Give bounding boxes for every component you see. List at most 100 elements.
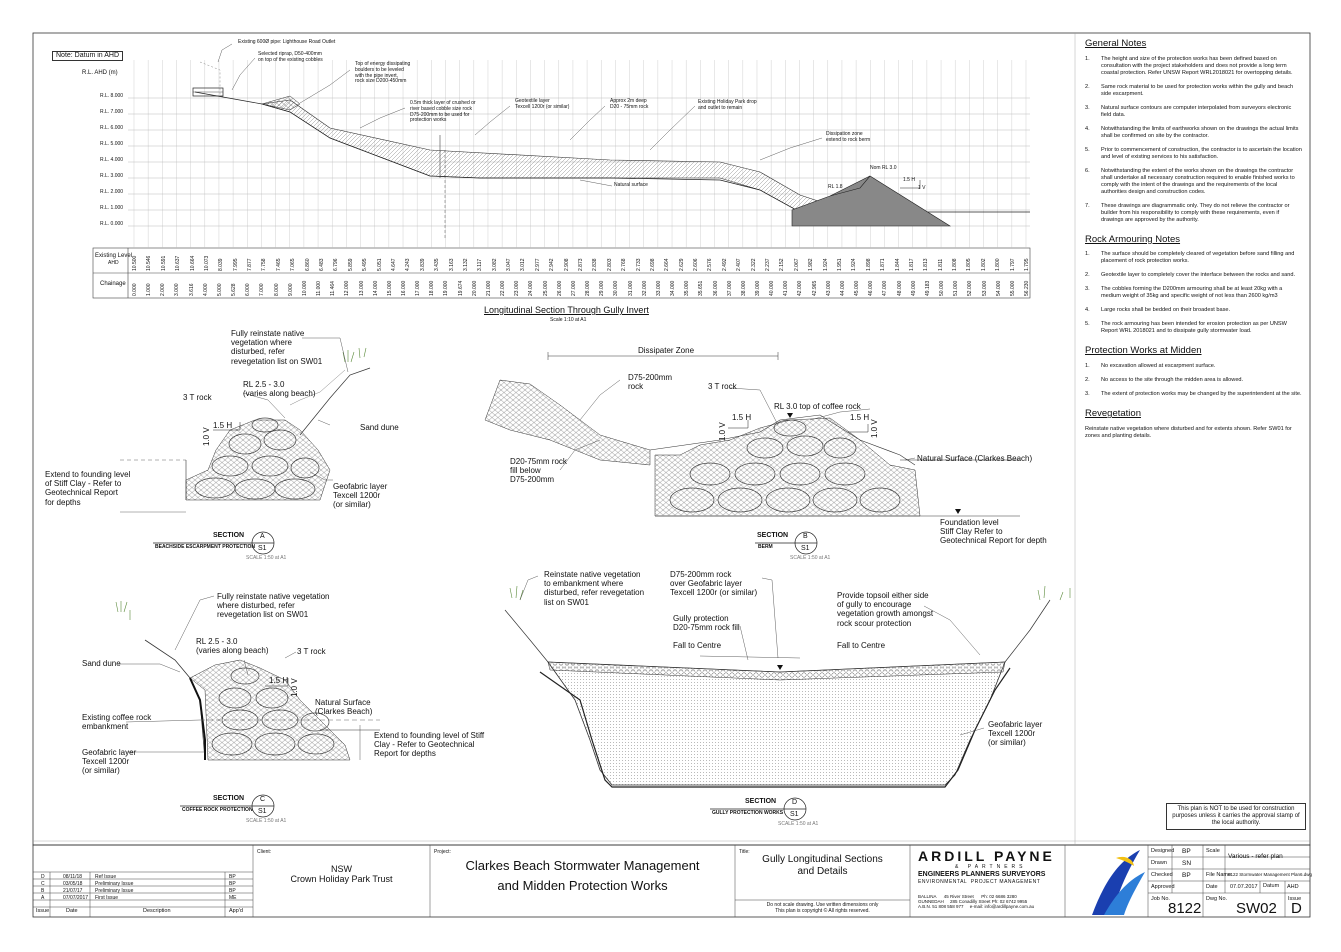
existing-level-cell: 2.803	[606, 258, 613, 271]
long-section-callout: Selected riprap, D50-400mm on top of the…	[258, 51, 323, 63]
midden-notes-item: 1.No excavation allowed at escarpment su…	[1085, 363, 1303, 370]
note-number: 2.	[1085, 377, 1090, 384]
chainage-cell: 34.000	[670, 280, 677, 296]
chainage-cell: 11.000	[316, 281, 323, 296]
note-text: The rock armouring has been intended for…	[1101, 321, 1287, 335]
section-a-label: Geofabric layer Texcell 1200r (or simila…	[333, 482, 388, 510]
revision-date: 21/07/17	[63, 888, 83, 894]
chainage-cell: 38.000	[740, 280, 747, 296]
existing-level-cell: 3.435	[434, 258, 441, 271]
plan-warning-box: This plan is NOT to be used for construc…	[1166, 803, 1306, 830]
revision-date: 03/05/18	[63, 881, 83, 887]
note-text: These drawings are diagrammatic only. Th…	[1101, 202, 1290, 223]
general-notes-item: 1.The height and size of the protection …	[1085, 56, 1303, 77]
datum-value: AHD	[1287, 884, 1299, 890]
rl-label: R.L. 6.000	[100, 125, 124, 131]
rl-label: R.L. 7.000	[100, 109, 124, 115]
existing-level-cell: 1.844	[894, 258, 901, 271]
existing-level-cell: 10.637	[175, 255, 182, 271]
checked-label: Checked	[1151, 872, 1173, 878]
chainage-cell: 31.000	[627, 280, 634, 296]
section-d-label: D75-200mm rock over Geofabric layer Texc…	[670, 570, 758, 598]
section-b-tag-sheet: S1	[801, 545, 810, 552]
chainage-cell: 25.000	[542, 280, 549, 296]
section-c-label: 3 T rock	[297, 647, 326, 656]
section-d-tag-desc: GULLY PROTECTION WORKS	[712, 810, 784, 816]
section-b-label: 1.0 V	[718, 422, 727, 441]
existing-level-cell: 3.117	[477, 258, 484, 271]
rock-notes-list: 1.The surface should be completely clear…	[1085, 251, 1303, 335]
rev-header-desc: Description	[143, 908, 171, 914]
section-c-label: Sand dune	[82, 659, 121, 668]
longitudinal-section	[92, 43, 1031, 299]
revision-description: Preliminary Issue	[95, 888, 134, 894]
long-section-callout: Top of energy dissipating boulders to be…	[355, 61, 411, 85]
chainage-cell: 21.000	[485, 280, 492, 296]
plan-warning-text: This plan is NOT to be used for construc…	[1172, 806, 1300, 826]
section-a-label: Sand dune	[360, 423, 399, 432]
rock-notes-item: 3.The cobbles forming the D200mm armouri…	[1085, 286, 1303, 300]
existing-level-cell: 2.152	[779, 258, 786, 271]
chainage-cell: 6.000	[245, 283, 252, 296]
company-offices: BALLINA 45 River Street Ph: 02 6686 3280…	[918, 894, 1035, 910]
note-text: The cobbles forming the D200mm armouring…	[1101, 286, 1283, 300]
date-label: Date	[1206, 884, 1218, 890]
note-number: 4.	[1085, 125, 1090, 132]
existing-level-cell: 6.483	[319, 258, 326, 271]
section-c-label: Geofabric layer Texcell 1200r (or simila…	[82, 748, 137, 776]
rl-label: R.L. 3.000	[100, 173, 124, 179]
section-a-label: 1.5 H	[213, 421, 233, 430]
note-number: 6.	[1085, 167, 1090, 174]
chainage-cell: 18.000	[429, 280, 436, 296]
issue-letter: D	[1291, 900, 1302, 917]
midden-notes-heading: Protection Works at Midden	[1085, 345, 1202, 357]
section-c-label: Existing coffee rock embankment	[82, 713, 152, 732]
existing-level-cell: 2.067	[793, 258, 800, 271]
company-sub: & PARTNERS	[955, 864, 1027, 870]
section-c-label: Extend to founding level of Stiff Clay -…	[374, 731, 485, 759]
revegetation-text: Reinstate native vegetation where distur…	[1085, 426, 1292, 440]
existing-level-cell: 1.808	[952, 258, 959, 271]
existing-level-cell: 3.163	[448, 258, 455, 271]
section-a-label: 1.0 V	[202, 427, 211, 446]
revision-issue: B	[41, 888, 45, 894]
note-text: Notwithstanding the limits of earthworks…	[1101, 125, 1299, 139]
revision-approved: BP	[229, 881, 236, 887]
section-c-label: 1.0 V	[290, 678, 299, 697]
drawn-label: Drawn	[1151, 860, 1167, 866]
company-line2: ENGINEERS PLANNERS SURVEYORS	[918, 871, 1046, 878]
existing-level-cell: 1.924	[851, 258, 858, 271]
revision-issue: A	[41, 895, 45, 901]
rock-notes-item: 5.The rock armouring has been intended f…	[1085, 321, 1303, 335]
existing-level-cell: 1.951	[836, 258, 843, 271]
long-section-callout: RL 1.8	[828, 184, 843, 190]
note-number: 4.	[1085, 307, 1090, 314]
scale-label: Scale	[1206, 848, 1220, 854]
section-d-label: Reinstate native vegetation to embankmen…	[544, 570, 645, 607]
note-number: 1.	[1085, 251, 1090, 258]
note-number: 1.	[1085, 55, 1090, 62]
existing-level-cell: 2.942	[549, 258, 556, 271]
datum-label: Datum	[1263, 883, 1280, 889]
section-a-tag-word: SECTION	[213, 532, 245, 539]
note-number: 2.	[1085, 272, 1090, 279]
revegetation-heading: Revegetation	[1085, 408, 1141, 420]
title-block-lines	[33, 845, 1310, 917]
existing-level-cell: 7.758	[261, 258, 268, 271]
section-a-tag-desc: BEACHSIDE ESCARPMENT PROTECTION	[155, 544, 256, 550]
long-section-callout: Existing 600Ø pipe: Lighthouse Road Outl…	[238, 39, 336, 45]
general-notes: General Notes 1.The height and size of t…	[1085, 38, 1303, 224]
chainage-cell: 51.000	[953, 280, 960, 296]
rock-notes-heading: Rock Armouring Notes	[1085, 233, 1181, 245]
general-notes-item: 4. Notwithstanding the limits of earthwor…	[1085, 126, 1303, 140]
chainage-cell: 42.000	[797, 280, 804, 296]
chainage-cell: 5.628	[231, 283, 238, 296]
revision-approved: ME	[229, 895, 237, 901]
existing-level-cell: 2.733	[635, 258, 642, 271]
section-c-label: RL 2.5 - 3.0 (varies along beach)	[196, 637, 269, 656]
chainage-cell: 0.000	[132, 283, 138, 296]
section-c-tag-letter: C	[260, 796, 266, 803]
job-number: 8122	[1168, 900, 1202, 917]
long-section-callout: 1.5 H	[903, 177, 915, 183]
chainage-cell: 46.000	[868, 280, 875, 296]
